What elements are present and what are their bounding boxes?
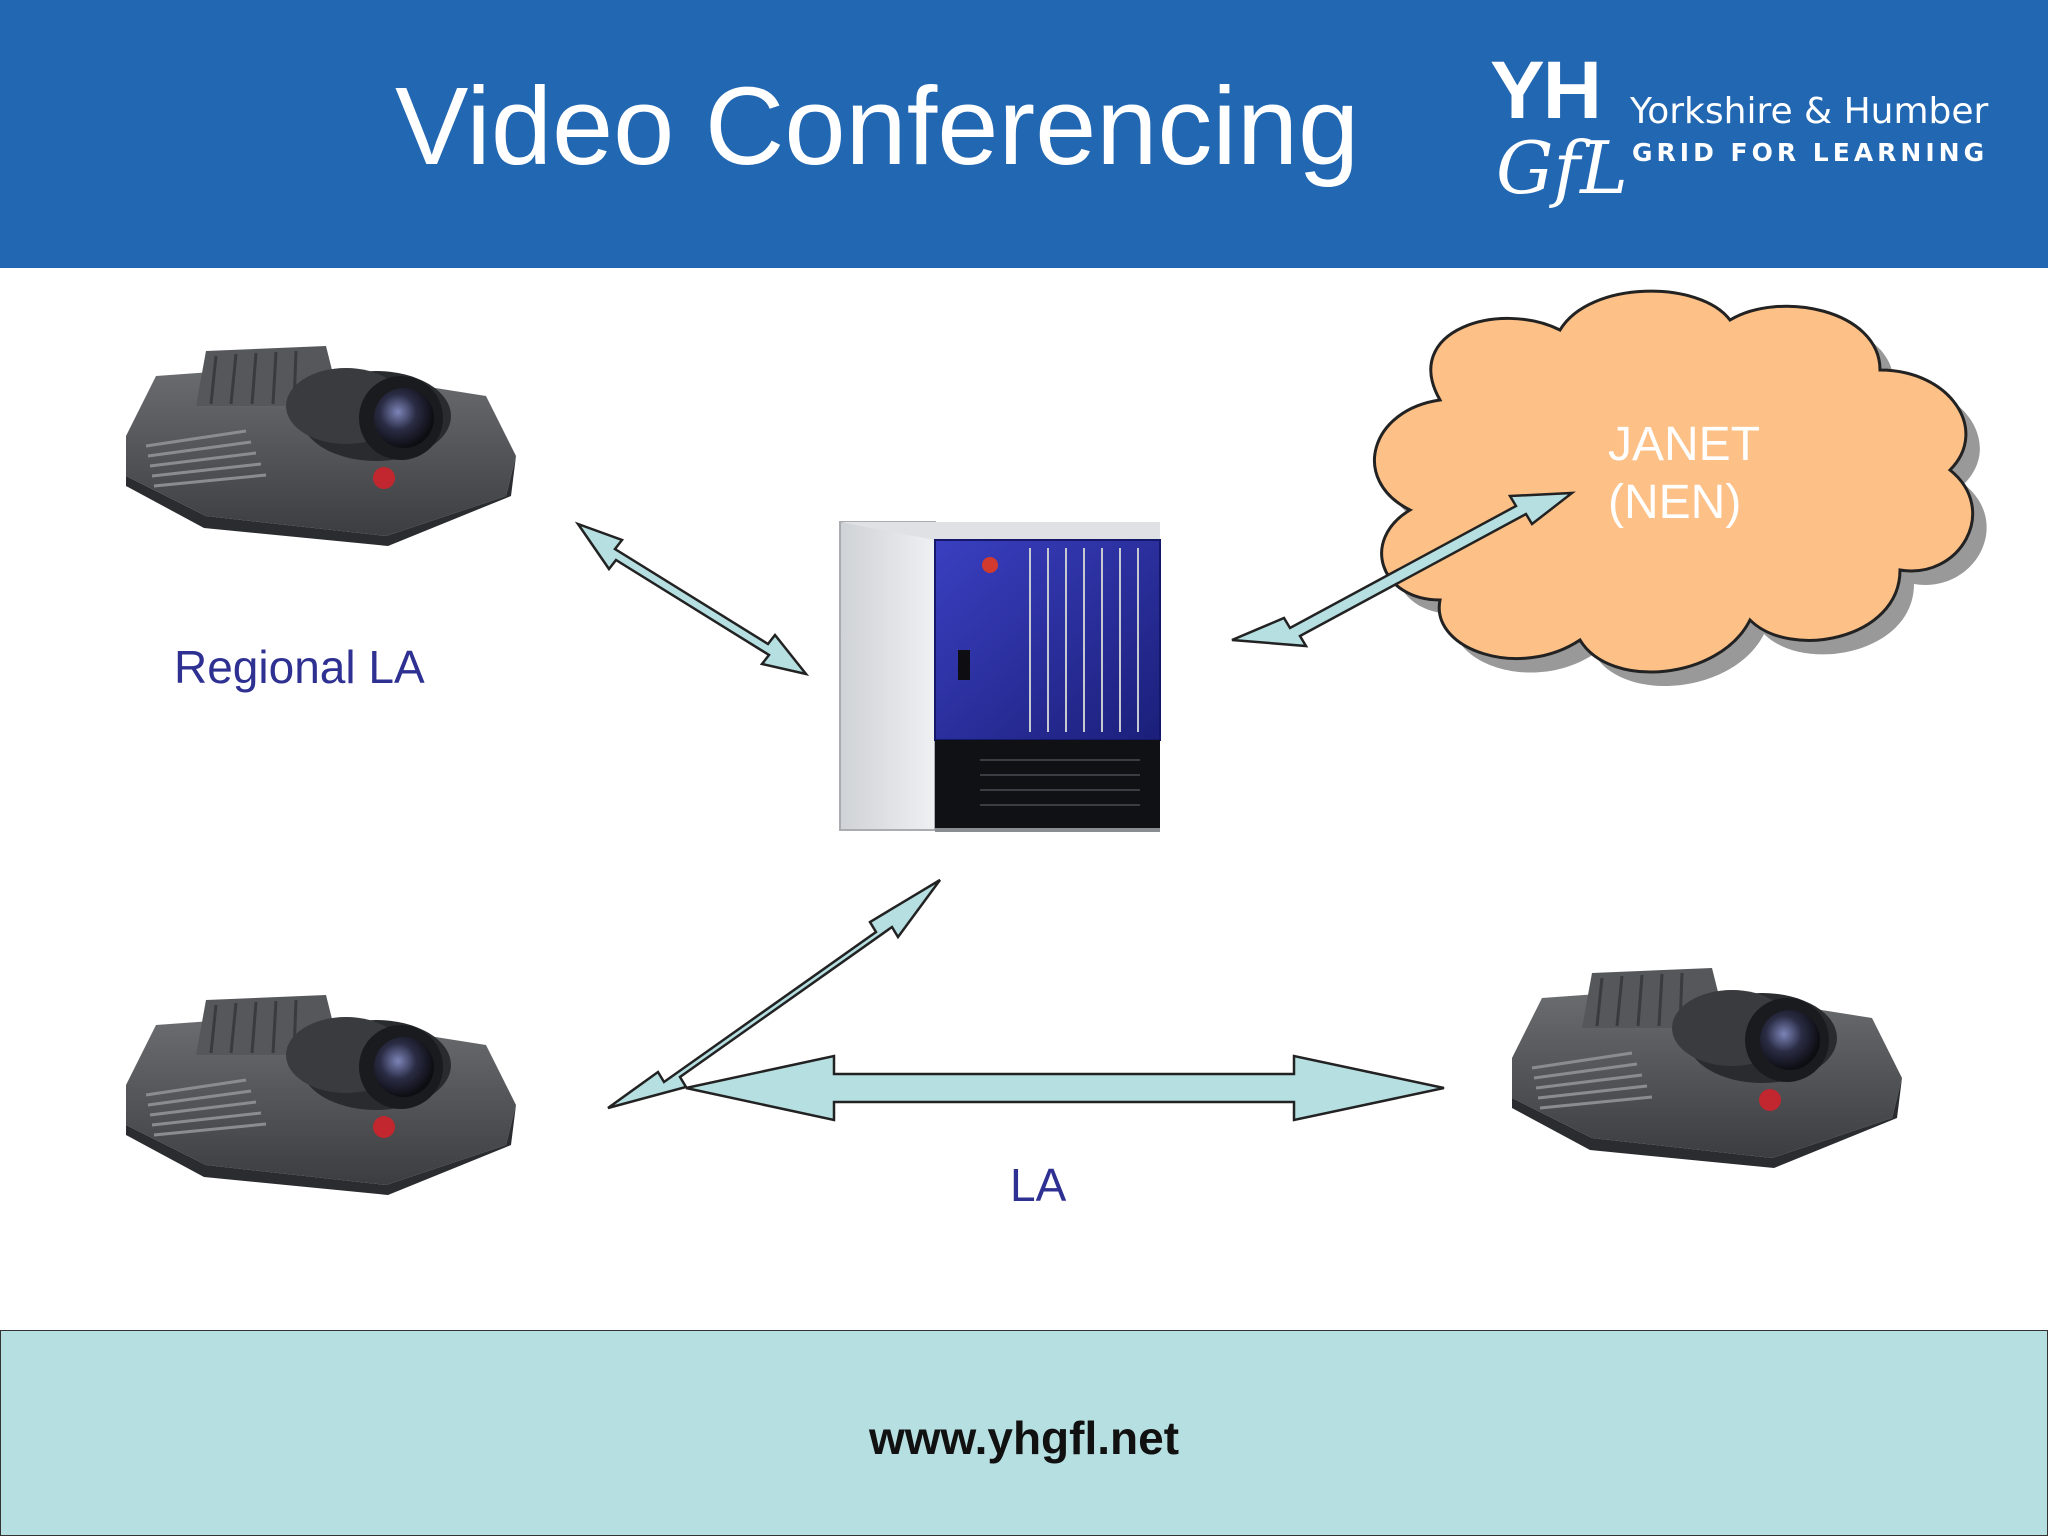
footer-bar: www.yhgfl.net bbox=[0, 1330, 2048, 1536]
janet-cloud bbox=[1372, 289, 1987, 687]
page-title: Video Conferencing bbox=[395, 65, 1360, 188]
yhgfl-logo: YH GfL Yorkshire & Humber GRID FOR LEARN… bbox=[1490, 50, 2010, 220]
network-diagram bbox=[124, 289, 1987, 1197]
mcu-server-center bbox=[839, 521, 1161, 832]
logo-mark-gfl: GfL bbox=[1496, 126, 1628, 210]
label-la: LA bbox=[1010, 1159, 1067, 1211]
footer-url[interactable]: www.yhgfl.net bbox=[868, 1412, 1180, 1464]
logo-org-name: Yorkshire & Humber bbox=[1630, 91, 1989, 132]
logo-mark-yh: YH bbox=[1490, 45, 1602, 136]
header-bar: Video Conferencing YH GfL Yorkshire & Hu… bbox=[0, 0, 2048, 268]
label-janet-line1: JANET bbox=[1608, 418, 1761, 471]
video-conference-unit-bottom-left bbox=[124, 993, 518, 1197]
label-janet: JANET (NEN) bbox=[1608, 416, 1760, 532]
label-regional-la: Regional LA bbox=[174, 641, 425, 693]
arrow-mcu-to-la bbox=[607, 878, 942, 1110]
video-conference-unit-top-left bbox=[124, 344, 518, 548]
arrow-la-to-la bbox=[685, 1054, 1445, 1122]
label-janet-line2: (NEN) bbox=[1608, 476, 1742, 529]
video-conference-unit-bottom-right bbox=[1510, 966, 1904, 1170]
arrow-regional-to-mcu bbox=[574, 521, 810, 677]
arrow-mcu-to-janet bbox=[1231, 491, 1576, 648]
logo-org-subtitle: GRID FOR LEARNING bbox=[1632, 138, 1989, 167]
